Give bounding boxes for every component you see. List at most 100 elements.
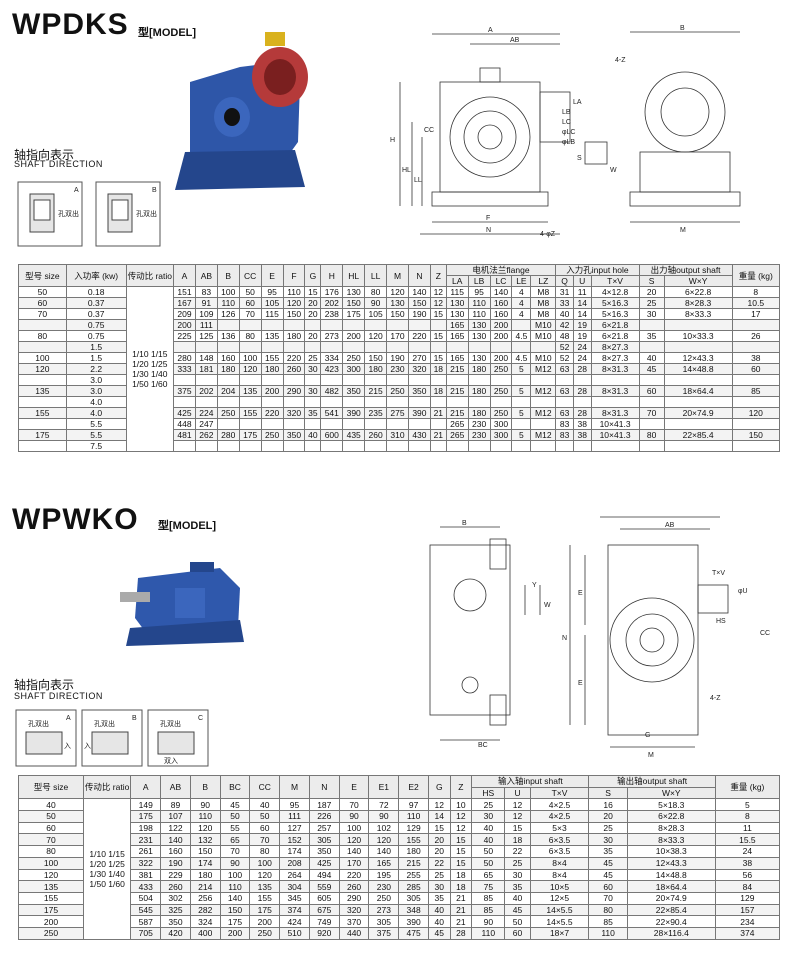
table-cell: 84 [714, 880, 781, 893]
table-cell: 20×74.9 [663, 407, 733, 419]
table-cell: 28 [572, 363, 592, 375]
table-cell: 132 [189, 833, 221, 847]
table-cell: 111 [194, 319, 218, 331]
table-cell: 60 [638, 385, 665, 397]
table-cell: 130 [467, 319, 491, 331]
t1-h-b: B [216, 264, 240, 287]
table-cell [663, 396, 733, 408]
table-cell: 80 [638, 429, 665, 441]
table-cell [364, 396, 388, 408]
table-cell: 0.37 [65, 297, 127, 309]
table-cell: 160 [216, 352, 240, 364]
table-cell: 19 [572, 319, 592, 331]
table-cell: 157 [714, 903, 781, 917]
table-cell: 180 [260, 363, 284, 375]
table-cell: 305 [308, 833, 340, 847]
table-cell: 70 [219, 845, 251, 858]
table-cell [429, 341, 447, 353]
table-cell: 275 [386, 407, 409, 419]
table-cell [342, 374, 366, 386]
table-cell: 6×21.8 [590, 330, 640, 342]
t2-h-ab: AB [160, 774, 191, 800]
table-cell [731, 341, 781, 353]
table-cell: 120 [18, 868, 84, 882]
table-cell: 45 [504, 903, 531, 917]
wpdks-dim-4phiz: 4-φZ [540, 231, 556, 238]
table-cell: 200 [489, 330, 513, 342]
wpdks-dim-s: S [577, 155, 582, 162]
table-cell: 12 [429, 286, 447, 298]
table-cell [731, 440, 781, 452]
table-cell [194, 341, 218, 353]
table-cell: 705 [130, 926, 162, 940]
table-cell: 136 [216, 330, 240, 342]
table-cell: 63 [555, 363, 574, 375]
table-cell: 28×116.4 [626, 926, 716, 940]
table-cell: 280 [216, 429, 240, 441]
table-row: 7.5 [18, 440, 781, 452]
table-cell [238, 418, 262, 430]
wpdks-dim-hl: HL [402, 167, 411, 174]
table-cell: 150 [282, 308, 306, 320]
table-cell: 30 [304, 363, 322, 375]
table-cell: 100 [18, 856, 84, 870]
table-cell: 140 [160, 833, 191, 847]
table-cell: 40 [249, 798, 281, 812]
table-cell: 350 [308, 845, 340, 858]
t1-h-wxy: W×Y [663, 275, 733, 287]
t2-h-wxy: W×Y [626, 786, 716, 800]
wpwko-dim-bc: BC [478, 742, 488, 749]
table-cell: 180 [364, 363, 388, 375]
table-cell: 52 [555, 341, 574, 353]
table-cell: 4 [511, 297, 532, 309]
table-cell [386, 440, 409, 452]
table-cell: 225 [173, 330, 196, 342]
table-cell: 110 [588, 926, 628, 940]
t1-h-e: E [260, 264, 284, 287]
table-cell [445, 396, 469, 408]
table-cell: 250 [260, 429, 284, 441]
wpdks-dir-a-label: A [74, 187, 79, 194]
table-cell [590, 440, 640, 452]
t2-h-b: B [189, 774, 221, 800]
table-cell: 15 [449, 856, 473, 870]
table-cell [18, 374, 67, 386]
table-cell: 115 [260, 308, 284, 320]
table-cell: 208 [279, 856, 310, 870]
table-cell: 25 [638, 297, 665, 309]
table-cell [407, 440, 431, 452]
table-cell: 8×4 [529, 868, 590, 882]
table-cell: 45 [219, 798, 251, 812]
ratio-cell: 1/10 1/15 1/20 1/25 1/30 1/40 1/50 1/60 [82, 798, 132, 940]
table-cell: 40 [18, 798, 84, 812]
table-cell: 38 [572, 418, 592, 430]
table-cell: 174 [189, 856, 221, 870]
t1-h-n: N [407, 264, 431, 287]
table-cell: 220 [407, 330, 431, 342]
table-cell: 5.5 [65, 418, 127, 430]
table-cell [386, 374, 409, 386]
wpwko-dir-tag-c: 孔双出 [160, 719, 181, 728]
table-cell: 83 [555, 429, 574, 441]
wpdks-dim-m: M [680, 227, 686, 234]
t1-h-lz: LZ [530, 275, 557, 287]
table-cell: M10 [530, 319, 557, 331]
table-cell [173, 341, 196, 353]
table-cell: M12 [530, 385, 557, 397]
table-cell [511, 440, 532, 452]
wpdks-shaft-direction-diagram: A B 孔双出 孔双出 [17, 181, 161, 247]
table-cell: M12 [530, 363, 557, 375]
table-cell: 45 [638, 363, 665, 375]
table-cell: 3.0 [65, 385, 127, 397]
table-cell: 15 [429, 308, 447, 320]
table-cell: 214 [189, 880, 221, 893]
table-cell [216, 440, 240, 452]
table-cell: 3.0 [65, 374, 127, 386]
table-cell: 97 [398, 798, 429, 812]
table-cell: 481 [173, 429, 196, 441]
table-cell: 63 [555, 385, 574, 397]
table-cell: 215 [445, 363, 469, 375]
table-cell: 120 [338, 833, 370, 847]
